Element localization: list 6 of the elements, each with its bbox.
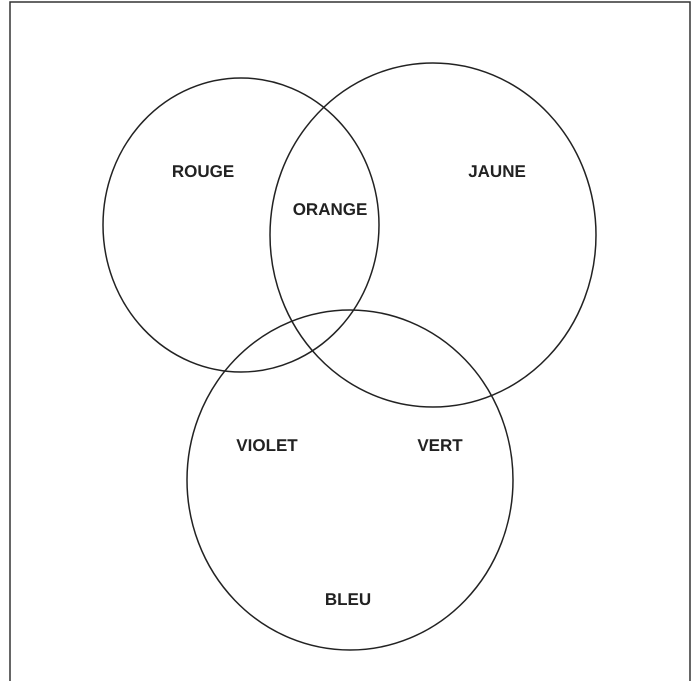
set-label: ROUGE xyxy=(172,162,234,182)
intersection-label: ORANGE xyxy=(292,200,368,220)
set-label: JAUNE xyxy=(468,162,526,182)
intersection-label: VERT xyxy=(417,436,463,456)
intersection-label: VIOLET xyxy=(236,436,298,456)
set-label: BLEU xyxy=(324,590,372,610)
